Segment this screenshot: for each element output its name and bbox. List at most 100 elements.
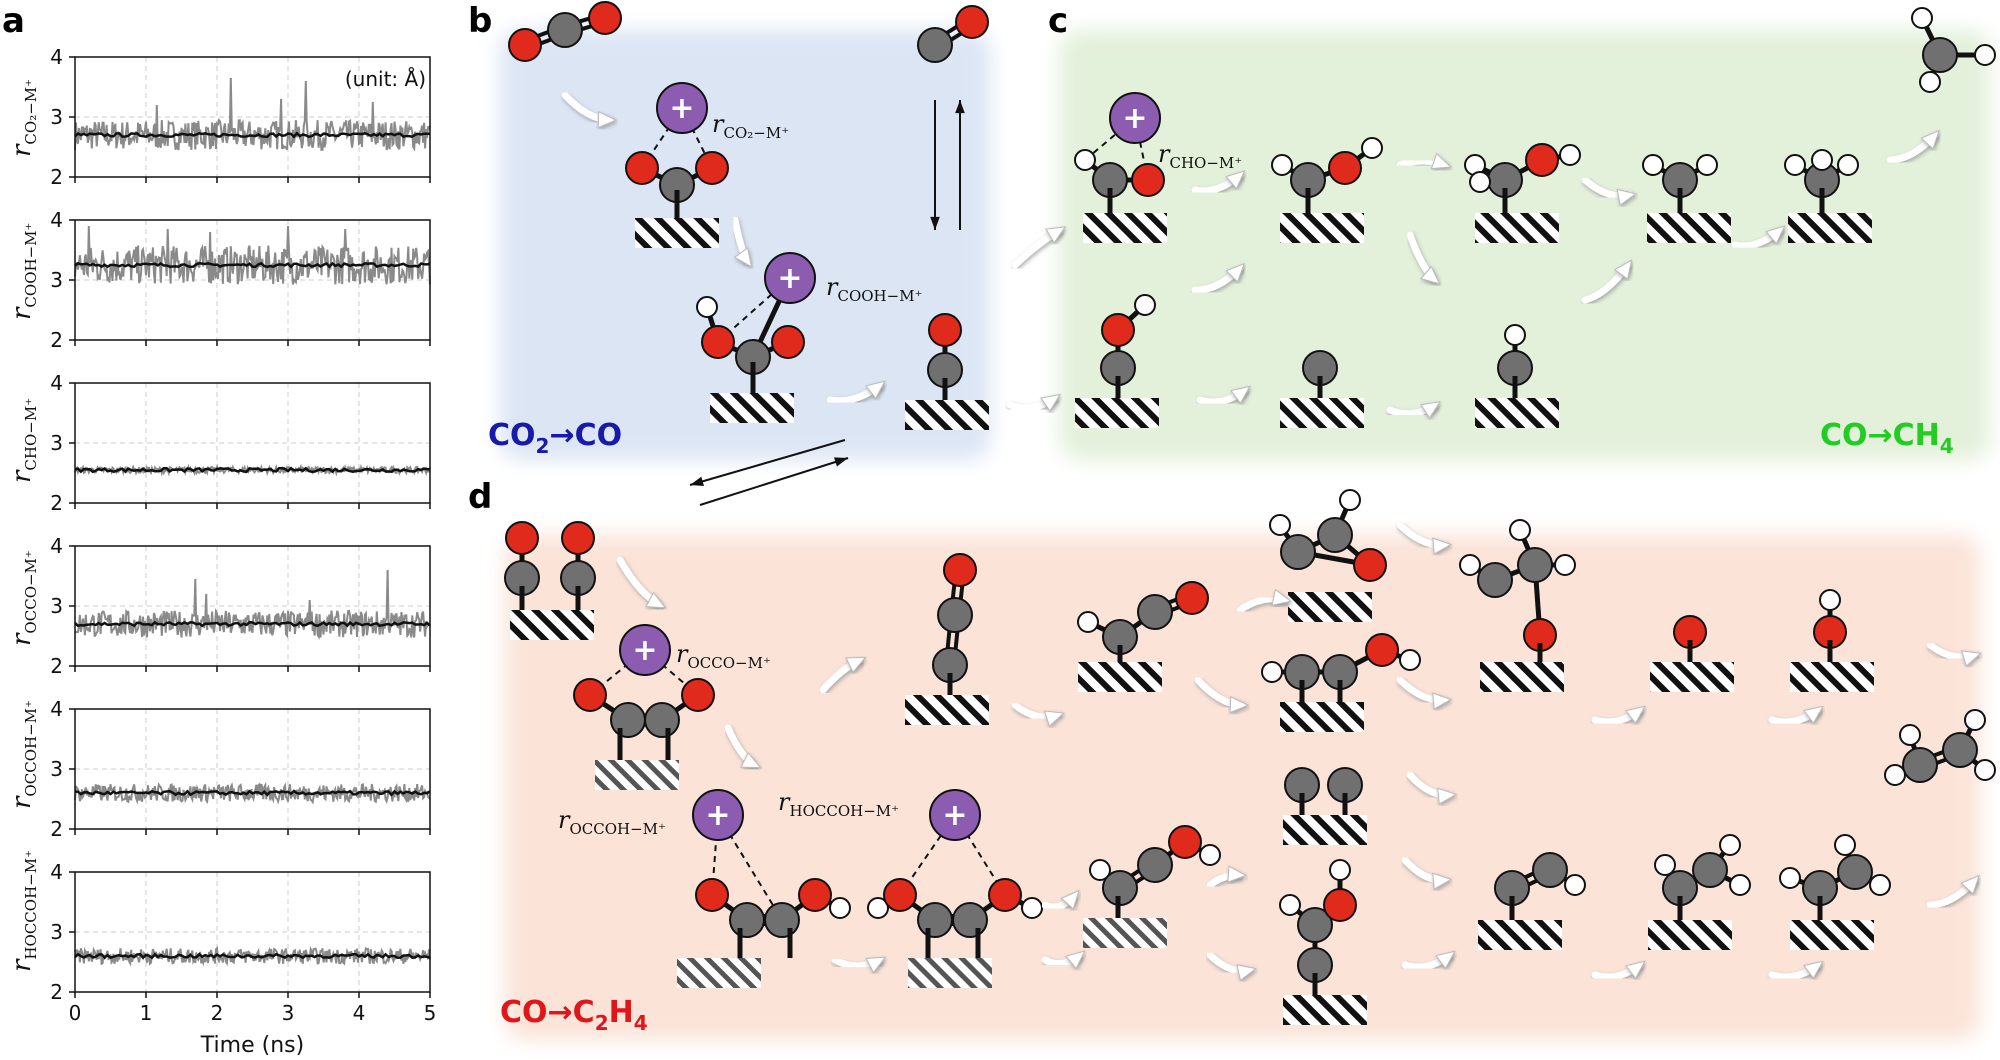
hydrogen-atom [1837,154,1859,176]
y-axis-label: rCO₂−M⁺ [7,79,40,157]
y-tick-label: 3 [50,594,63,618]
hydrogen-atom [1199,844,1221,866]
hydrogen-atom [1564,874,1586,896]
distance-label-cooh: rCOOH−M⁺ [826,273,922,305]
surface-block [1283,815,1367,845]
surface-block [595,760,679,790]
panel-label-a: a [2,1,25,41]
hydrogen-atom [1834,834,1856,856]
reaction-arrow-head [1420,265,1441,285]
reaction-arrow-head [740,751,762,769]
surface-block [1078,662,1162,692]
surface-block [1478,920,1562,950]
reaction-arrow-head [1960,650,1982,667]
hydrogen-atom [1329,859,1351,881]
reaction-arrow-head [1065,950,1086,970]
average-trace [74,131,431,139]
carbon-atom [1317,517,1353,553]
oxygen-atom [771,325,805,359]
hcch2o-adsorbed [1459,519,1576,692]
hydrogen-atom [1884,764,1906,786]
x-tick-label: 5 [424,1001,437,1025]
reaction-arrow-head [1045,226,1067,244]
reaction-arrow-head [1227,865,1248,883]
hydrogen-atom [1974,759,1996,781]
carbon-atom [610,702,646,738]
oxygen-atom [1131,163,1165,197]
hydrogen-atom [1509,519,1531,541]
y-tick-label: 2 [50,980,63,1004]
hydrogen-atom [1089,859,1111,881]
oxygen-atom [508,28,542,62]
reaction-arrow-head [1960,874,1980,895]
carbon-atom [1137,594,1173,630]
reaction-arrow-head [1225,262,1246,283]
y-tick-label: 3 [50,105,63,129]
cation-plus-sign: + [1122,101,1147,136]
mechanism-diagram: b c d CO2→CO CO→CH4 CO→C2H4 rCO₂−M⁺ rCOO… [468,1,1996,1040]
surface-block [677,958,761,988]
panel-label-d: d [468,477,492,517]
hccoh-adsorbed [1083,825,1221,948]
cation-plus-sign: + [942,798,967,833]
co2-adsorbed: + [625,82,729,248]
equilibrium-arrow-head [834,457,848,467]
carbon-atom [1922,37,1958,73]
reaction-arrow-head [1043,710,1065,727]
hydrogen-atom [1021,897,1043,919]
reaction-arrow-head [1437,787,1458,805]
hydrogen-atom [1261,661,1283,683]
co2-gas [508,1,622,62]
choh-adsorbed [1271,137,1383,243]
reaction-arrow-head [1765,225,1786,245]
reaction-arrow-head [845,656,867,674]
occo-chain [905,553,989,725]
x-tick-label: 4 [353,1001,366,1025]
reaction-arrow-head [1430,152,1452,170]
carbon-atom [1837,854,1873,890]
carbon-atom [764,902,800,938]
region-c-background [1060,30,1990,460]
ch-adsorbed [1475,324,1559,428]
reaction-arrow-head [1040,393,1061,412]
ch2-adsorbed [1642,154,1731,243]
cation-plus-sign: + [632,633,657,668]
reaction-arrow-head [1803,705,1824,725]
oxygen-atom [573,678,607,712]
oxygen-atom [1353,548,1387,582]
c-adsorbed [1280,350,1364,428]
surface-block [1790,920,1874,950]
oxygen-atom [681,678,715,712]
oxygen-atom [695,878,729,912]
molecule-layer: ++++++ [504,1,1996,1025]
equilibrium-arrow-head [955,100,965,114]
hydrogen-atom [1719,834,1741,856]
hydrogen-atom [1819,589,1841,611]
hydrogen-atom [696,296,718,318]
hydrogen-atom [1919,71,1941,93]
y-tick-label: 4 [50,208,63,232]
oxygen-atom [505,521,539,555]
hydrogen-atom [1339,489,1361,511]
reaction-arrow-head [1625,705,1646,725]
reaction-arrow-head [597,111,618,129]
reaction-arrow-head [1432,692,1453,710]
oxygen-atom [798,878,832,912]
cooh-adsorbed: + [696,252,816,423]
carbon-atom [1137,847,1173,883]
cation-plus-sign: + [777,261,802,296]
carbon-atom [1280,534,1316,570]
surface-block [1788,213,1872,243]
hydrogen-atom [1811,149,1833,171]
y-tick-label: 3 [50,431,63,455]
reaction-arrow-head [645,591,667,609]
hydrogen-atom [1554,554,1576,576]
distance-label-hoccoh: rHOCCOH−M⁺ [778,788,899,820]
methane [1911,7,1996,93]
y-tick-label: 2 [50,817,63,841]
x-axis-label: Time (ns) [200,1033,304,1058]
oxygen-atom [1525,143,1559,177]
hydrogen-atom [829,897,851,919]
